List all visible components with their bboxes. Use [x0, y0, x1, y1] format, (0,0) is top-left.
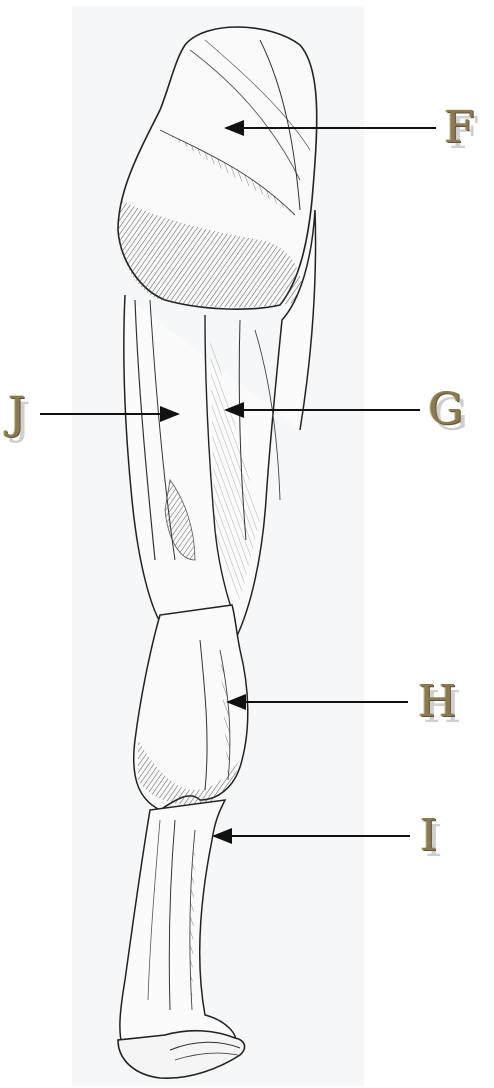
foot-region: [118, 1031, 245, 1078]
label-g: G G: [428, 388, 463, 432]
label-f: F F: [444, 106, 475, 150]
calf-region: [134, 605, 248, 810]
label-h: H H: [418, 680, 456, 724]
lower-leg-region: [120, 800, 236, 1053]
gluteus-region: [118, 27, 317, 309]
label-i: I I: [420, 814, 437, 858]
label-j: J J: [8, 392, 26, 436]
